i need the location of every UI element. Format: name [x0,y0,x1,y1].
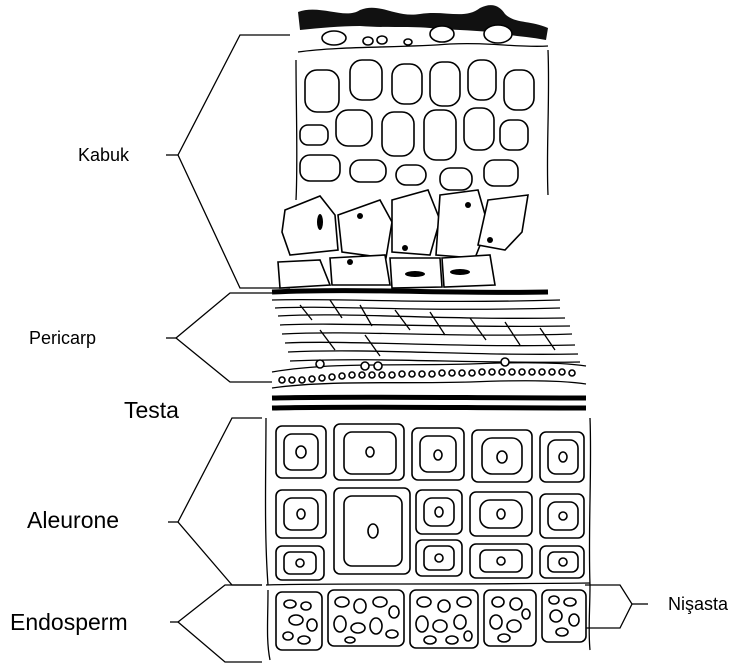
bracket-endosperm [170,585,262,662]
endosperm-cells [266,583,590,660]
bracket-kabuk [166,35,290,288]
label-pericarp: Pericarp [29,328,96,348]
bracket-pericarp [166,293,272,382]
label-endosperm: Endosperm [10,609,128,635]
outer-crust [298,5,548,45]
pointer-nisasta [585,585,648,628]
label-nisasta: Nişasta [668,594,729,614]
label-kabuk: Kabuk [78,145,130,165]
testa-band [272,358,586,408]
pericarp-layers [272,291,580,363]
bracket-aleurone [168,418,262,585]
kabuk-cells-upper [296,44,549,200]
aleurone-cells [266,418,591,585]
label-aleurone: Aleurone [27,507,119,533]
kabuk-cells-lower [278,190,528,288]
label-testa: Testa [124,397,179,423]
